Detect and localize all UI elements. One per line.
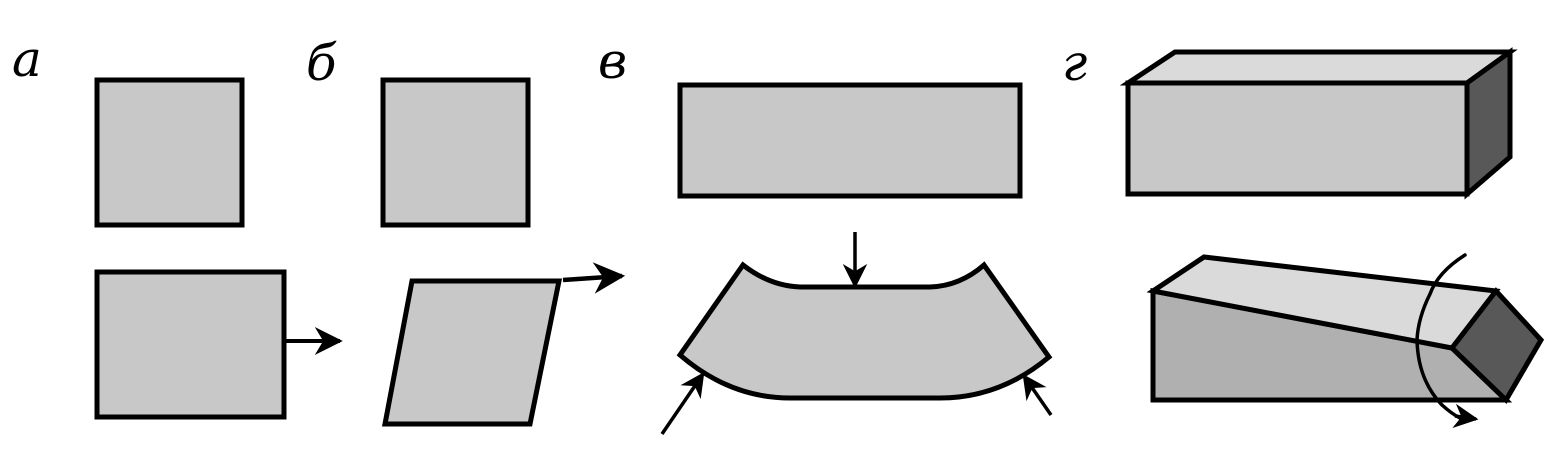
panel-a-stretched-rect [94, 269, 287, 420]
panel-g-prism-top-face [1119, 49, 1518, 86]
panel-g-prism-front-face [1125, 80, 1470, 197]
panel-g-twist-curve [1415, 253, 1467, 420]
panel-v-original-bar [677, 82, 1023, 199]
panel-a-original-square [94, 77, 245, 228]
panel-b-original-square [380, 77, 531, 228]
panel-g-torsion [1119, 47, 1545, 429]
panel-v-left-support-arrow [660, 371, 705, 435]
panel-g-twisted-end-face [1448, 287, 1545, 405]
panel-b-force-arrow [562, 262, 626, 294]
panel-v-bending [660, 82, 1053, 435]
panel-g-twist-arrow [1452, 403, 1479, 429]
panel-v-right-support-arrow [1022, 373, 1053, 416]
panel-label-g: г [1062, 34, 1087, 92]
panel-label-b: б [306, 34, 337, 92]
panel-v-bent-bar [676, 261, 1053, 401]
panel-label-v: в [598, 32, 627, 90]
panel-a-tension [94, 77, 343, 420]
panel-label-a: а [12, 30, 42, 88]
panel-b-shear [380, 77, 626, 427]
panel-b-sheared-parallelogram [381, 278, 563, 427]
